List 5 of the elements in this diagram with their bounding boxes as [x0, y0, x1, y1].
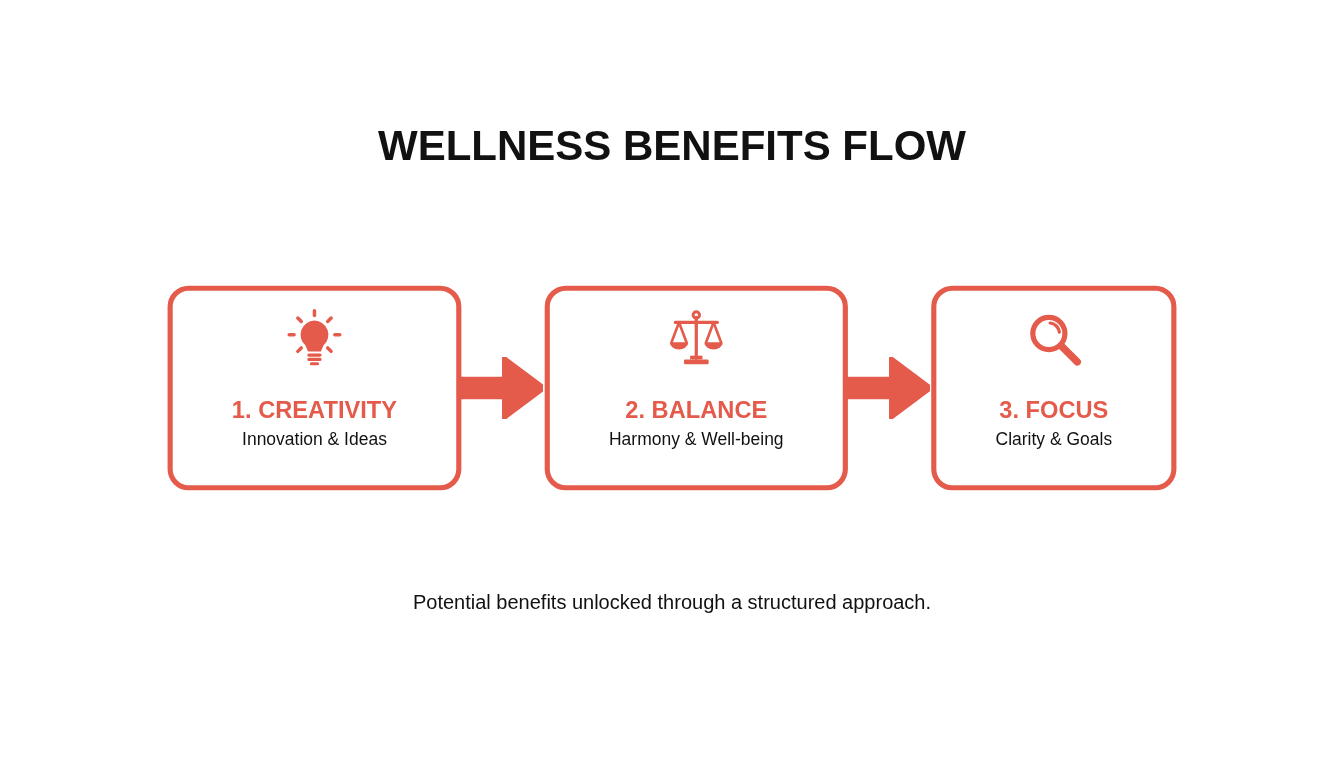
caption: Potential benefits unlocked through a structured approach. — [412, 590, 932, 615]
diagram-title: WELLNESS BENEFITS FLOW — [378, 122, 966, 170]
node-box: 1. CREATIVITY Innovation & Ideas — [167, 285, 462, 491]
node-box: 2. BALANCE Harmony & Well-being — [544, 285, 848, 491]
node-box: 3. FOCUS Clarity & Goals — [931, 285, 1177, 491]
